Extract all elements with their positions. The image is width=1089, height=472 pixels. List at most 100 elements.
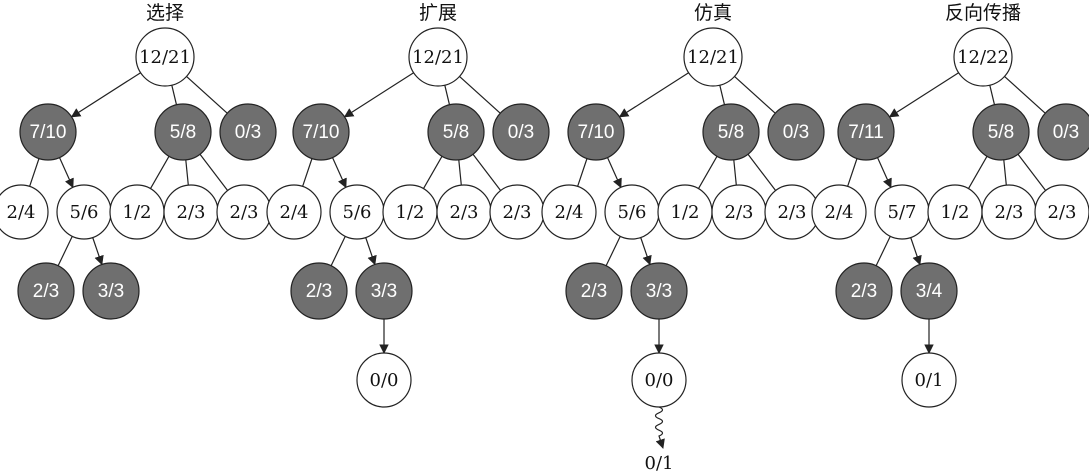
level2-node: 1/2 — [927, 184, 983, 240]
edge-root-to-left — [888, 72, 959, 118]
level2-node: 5/6 — [604, 184, 660, 240]
level2-node-label: 5/6 — [343, 202, 372, 223]
root-node-circle — [135, 27, 195, 87]
level2-node: 2/3 — [163, 184, 219, 240]
edge-selection-arrow — [910, 237, 922, 266]
level3-node-label: 3/3 — [371, 281, 397, 302]
edge — [458, 159, 462, 186]
edge-root-to-left — [618, 72, 689, 118]
level2-node: 2/4 — [541, 184, 597, 240]
edge — [185, 159, 189, 186]
level1-node-circle — [567, 103, 625, 161]
level2-node: 2/3 — [489, 184, 545, 240]
level2-node-label: 5/7 — [888, 202, 917, 223]
panel-title: 仿真 — [694, 2, 732, 24]
level1-node-label: 5/8 — [988, 122, 1014, 143]
edge-selection-arrow — [640, 237, 652, 266]
root-node-circle — [953, 27, 1013, 87]
level1-node: 5/8 — [702, 103, 760, 161]
level1-node: 0/3 — [219, 103, 277, 161]
level1-node: 7/10 — [292, 103, 350, 161]
level2-node-circle — [541, 184, 597, 240]
root-node: 12/21 — [683, 27, 743, 87]
level1-node-label: 5/8 — [718, 122, 744, 143]
level1-node-label: 0/3 — [783, 122, 809, 143]
level2-node-label: 2/3 — [778, 202, 807, 223]
edge — [697, 156, 718, 189]
level3-node: 2/3 — [835, 262, 893, 320]
level1-node: 7/10 — [19, 103, 77, 161]
new-leaf-node: 0/0 — [631, 352, 687, 408]
level2-node: 5/7 — [874, 184, 930, 240]
level1-node: 5/8 — [427, 103, 485, 161]
level1-node-circle — [19, 103, 77, 161]
root-node: 12/21 — [408, 27, 468, 87]
level1-node-circle — [702, 103, 760, 161]
level2-node-label: 5/6 — [70, 202, 99, 223]
level2-node-label: 2/3 — [995, 202, 1024, 223]
panel-title: 选择 — [146, 2, 184, 24]
edge-selection-arrow — [876, 157, 892, 189]
level2-node-label: 5/6 — [618, 202, 647, 223]
level3-node: 2/3 — [17, 262, 75, 320]
level3-node-circle — [355, 262, 413, 320]
edge — [472, 153, 502, 191]
level2-node-label: 1/2 — [396, 202, 425, 223]
level1-node-circle — [1037, 103, 1089, 161]
level3-node: 3/3 — [82, 262, 140, 320]
edge — [330, 236, 346, 267]
level2-node-label: 1/2 — [941, 202, 970, 223]
new-leaf-node-label: 0/0 — [370, 370, 399, 391]
level3-node-circle — [835, 262, 893, 320]
new-leaf-node-label: 0/0 — [645, 370, 674, 391]
level2-node: 2/4 — [266, 184, 322, 240]
level1-node-label: 5/8 — [170, 122, 196, 143]
root-node-label: 12/21 — [412, 47, 464, 68]
edge-root-to-middle — [171, 85, 178, 105]
edge — [847, 158, 858, 187]
level1-node-circle — [427, 103, 485, 161]
level3-node-circle — [630, 262, 688, 320]
level2-node-label: 2/3 — [230, 202, 259, 223]
root-node-circle — [683, 27, 743, 87]
level3-node-label: 2/3 — [306, 281, 332, 302]
level2-node-label: 2/4 — [7, 202, 36, 223]
level2-node: 2/3 — [711, 184, 767, 240]
level3-node: 3/3 — [355, 262, 413, 320]
level1-node-circle — [492, 103, 550, 161]
level1-node: 0/3 — [767, 103, 825, 161]
level3-node-label: 3/4 — [916, 281, 943, 302]
edge — [422, 156, 443, 189]
level2-node-circle — [811, 184, 867, 240]
root-node-label: 12/21 — [687, 47, 739, 68]
root-node-label: 12/22 — [957, 47, 1009, 68]
level2-node-label: 2/4 — [555, 202, 584, 223]
rollout-wavy-arrow — [654, 406, 665, 449]
new-leaf-node-circle — [901, 352, 957, 408]
edge — [29, 158, 40, 187]
level2-node: 1/2 — [382, 184, 438, 240]
rollout-result-label: 0/1 — [645, 453, 674, 472]
level3-node-circle — [17, 262, 75, 320]
level1-node-label: 0/3 — [508, 122, 534, 143]
level3-node: 2/3 — [290, 262, 348, 320]
level2-node: 1/2 — [109, 184, 165, 240]
edge — [1017, 153, 1047, 191]
level2-node-label: 2/4 — [825, 202, 854, 223]
new-leaf-node: 0/0 — [356, 352, 412, 408]
edge — [57, 236, 73, 267]
level1-node-label: 5/8 — [443, 122, 469, 143]
edge-root-to-middle — [989, 85, 996, 105]
level2-node: 2/3 — [216, 184, 272, 240]
edge — [747, 153, 777, 191]
level1-node-circle — [219, 103, 277, 161]
edge-root-to-middle — [444, 85, 451, 105]
level3-node-label: 3/3 — [646, 281, 672, 302]
edge-root-to-left — [70, 72, 141, 118]
level2-node-label: 2/3 — [725, 202, 754, 223]
level2-node-label: 2/3 — [177, 202, 206, 223]
level2-node: 5/6 — [329, 184, 385, 240]
level2-node: 2/4 — [0, 184, 49, 240]
